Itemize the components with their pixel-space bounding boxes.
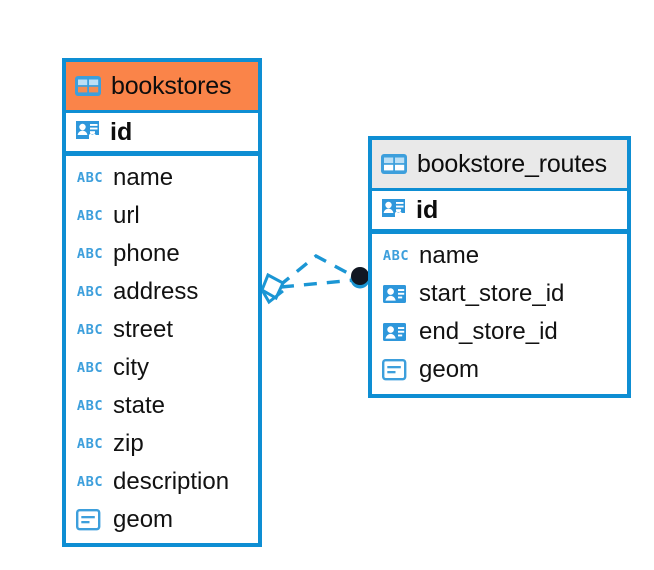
field-label: street <box>113 316 174 343</box>
entity-header-bookstore-routes[interactable]: bookstore_routes <box>372 140 627 188</box>
field-label: url <box>113 202 140 229</box>
field-label: state <box>113 392 166 419</box>
field-row-name[interactable]: ABC name <box>66 159 258 197</box>
field-label: start_store_id <box>419 280 565 307</box>
abc-text-icon: ABC <box>76 436 104 452</box>
field-label: end_store_id <box>419 318 558 345</box>
field-row-primary-key[interactable]: id <box>66 110 258 156</box>
abc-text-icon: ABC <box>76 284 104 300</box>
abc-text-icon: ABC <box>76 322 104 338</box>
field-row-geom[interactable]: geom <box>372 351 627 389</box>
field-label: geom <box>419 356 480 383</box>
foreign-key-icon <box>381 320 411 344</box>
abc-text-icon: ABC <box>382 248 410 264</box>
relationship-line-straight[interactable] <box>280 278 356 289</box>
field-row-city[interactable]: ABC city <box>66 349 258 387</box>
field-label: name <box>419 242 480 269</box>
entity-table-bookstores[interactable]: bookstores id ABC <box>62 58 262 547</box>
field-row-zip[interactable]: ABC zip <box>66 425 258 463</box>
abc-text-icon: ABC <box>76 474 104 490</box>
relationship-line-arched[interactable] <box>277 253 358 288</box>
abc-text-icon: ABC <box>76 170 104 186</box>
field-label: geom <box>113 506 174 533</box>
primary-key-icon <box>380 197 407 223</box>
table-icon <box>380 153 408 175</box>
entity-title: bookstores <box>111 71 232 100</box>
field-row-end-store-id[interactable]: end_store_id <box>372 313 627 351</box>
field-label: city <box>113 354 149 381</box>
abc-text-icon: ABC <box>76 398 104 414</box>
field-row-description[interactable]: ABC description <box>66 463 258 501</box>
geometry-icon <box>75 508 105 532</box>
field-label: address <box>113 278 199 305</box>
field-label: name <box>113 164 174 191</box>
foreign-key-icon <box>381 282 411 306</box>
entity-table-bookstore-routes[interactable]: bookstore_routes id ABC <box>368 136 631 398</box>
geometry-icon <box>381 358 411 382</box>
field-label: zip <box>113 430 144 457</box>
field-label: id <box>416 195 439 224</box>
field-row-name[interactable]: ABC name <box>372 237 627 275</box>
field-label: description <box>113 468 230 495</box>
field-row-address[interactable]: ABC address <box>66 273 258 311</box>
entity-title: bookstore_routes <box>417 149 607 178</box>
abc-text-icon: ABC <box>76 246 104 262</box>
field-label: id <box>110 117 133 146</box>
field-row-start-store-id[interactable]: start_store_id <box>372 275 627 313</box>
abc-text-icon: ABC <box>76 360 104 376</box>
field-label: phone <box>113 240 180 267</box>
field-row-url[interactable]: ABC url <box>66 197 258 235</box>
abc-text-icon: ABC <box>76 208 104 224</box>
field-row-primary-key[interactable]: id <box>372 188 627 234</box>
relationship-target-marker[interactable] <box>350 267 370 289</box>
entity-header-bookstores[interactable]: bookstores <box>66 62 258 110</box>
field-list-bookstore-routes: ABC name start_store_id <box>372 234 627 393</box>
primary-key-icon <box>74 119 101 145</box>
field-row-street[interactable]: ABC street <box>66 311 258 349</box>
field-row-state[interactable]: ABC state <box>66 387 258 425</box>
relationship-source-marker[interactable] <box>260 272 285 305</box>
table-icon <box>74 75 102 97</box>
field-row-geom[interactable]: geom <box>66 501 258 539</box>
field-list-bookstores: ABC name ABC url ABC phone ABC address A… <box>66 156 258 543</box>
field-row-phone[interactable]: ABC phone <box>66 235 258 273</box>
